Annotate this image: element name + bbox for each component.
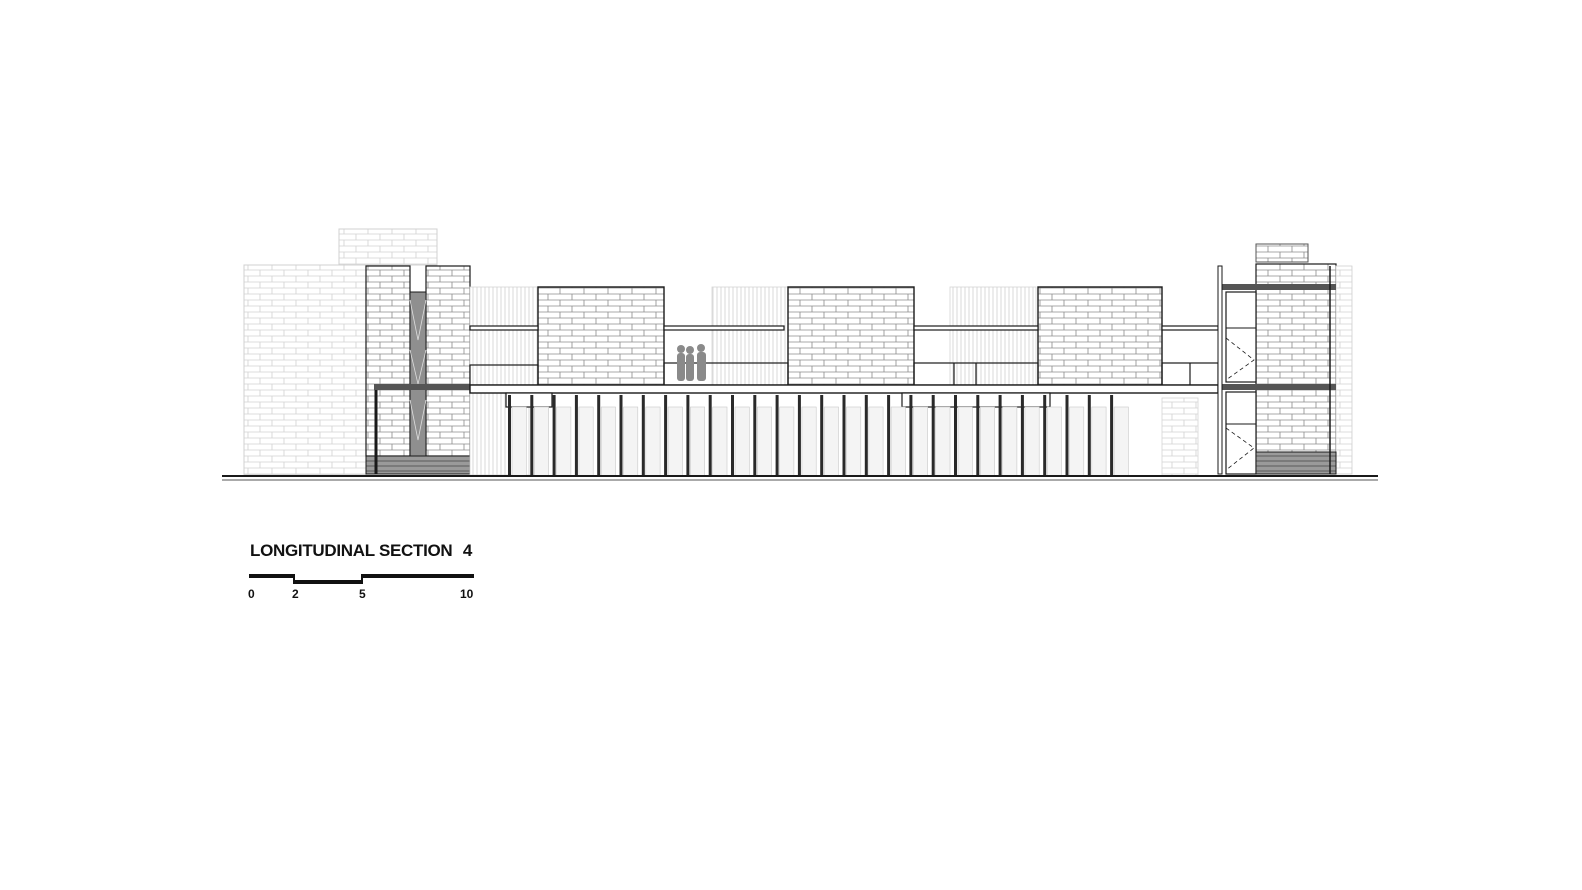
colonnade-column (775, 395, 779, 476)
colonnade-bay (801, 406, 817, 477)
colonnade-column (1020, 395, 1024, 476)
colonnade-bay (890, 406, 906, 477)
colonnade-bay (623, 406, 639, 477)
colonnade-column (1043, 395, 1047, 476)
colonnade-column (619, 395, 623, 476)
title-text: LONGITUDINAL SECTION (250, 541, 453, 560)
scale-bar (249, 574, 474, 584)
colonnade-bay (846, 406, 862, 477)
colonnade-bay (556, 406, 572, 477)
colonnade-bay (979, 406, 995, 477)
colonnade-column (820, 395, 824, 476)
colonnade-column (597, 395, 601, 476)
colonnade-column (909, 395, 913, 476)
colonnade-column (842, 395, 846, 476)
colonnade-bay (533, 406, 549, 477)
colonnade-bay (935, 406, 951, 477)
colonnade-bay (645, 406, 661, 477)
colonnade-column (664, 395, 668, 476)
colonnade-column (530, 395, 534, 476)
colonnade-column (1065, 395, 1069, 476)
scale-label-5: 5 (359, 587, 366, 601)
colonnade-column (931, 395, 935, 476)
colonnade-bay (823, 406, 839, 477)
colonnade-bay (756, 406, 772, 477)
colonnade-column (976, 395, 980, 476)
colonnade-bay (779, 406, 795, 477)
ground-floor-colonnade (508, 395, 1129, 477)
colonnade-column (574, 395, 578, 476)
colonnade-bay (511, 406, 527, 477)
canopies (469, 325, 1219, 331)
right-brick-tower (1217, 243, 1353, 475)
colonnade-bay (734, 406, 750, 477)
left-brick-tower (365, 265, 474, 475)
colonnade-bay (600, 406, 616, 477)
colonnade-bay (1002, 406, 1018, 477)
colonnade-column (998, 395, 1002, 476)
colonnade-bay (1069, 406, 1085, 477)
ground-line (222, 475, 1378, 481)
colonnade-column (753, 395, 757, 476)
colonnade-bay (1091, 406, 1107, 477)
colonnade-column (864, 395, 868, 476)
upper-brick-volumes (537, 286, 1163, 386)
colonnade-bay (868, 406, 884, 477)
people-figures-icon (677, 344, 706, 381)
faint-left-block (243, 228, 438, 476)
section-title: LONGITUDINAL SECTION 4 (250, 541, 472, 561)
colonnade-column (552, 395, 556, 476)
colonnade-column (954, 395, 957, 476)
colonnade-column (508, 395, 511, 476)
colonnade-column (1087, 395, 1091, 476)
colonnade-bay (1046, 406, 1062, 477)
colonnade-bay (712, 406, 728, 477)
colonnade-column (708, 395, 712, 476)
scale-label-0: 0 (248, 587, 255, 601)
colonnade-bay (1024, 406, 1040, 477)
colonnade-bay (957, 406, 973, 477)
scale-label-2: 2 (292, 587, 299, 601)
colonnade-column (887, 395, 891, 476)
colonnade-column (641, 395, 645, 476)
colonnade-bay (667, 406, 683, 477)
colonnade-column (731, 395, 734, 476)
colonnade-column (1110, 395, 1114, 476)
section-number: 4 (462, 541, 473, 560)
colonnade-column (686, 395, 690, 476)
background-screens (469, 286, 1199, 477)
colonnade-bay (1113, 406, 1129, 477)
colonnade-bay (690, 406, 706, 477)
colonnade-bay (913, 406, 929, 477)
colonnade-bay (578, 406, 594, 477)
colonnade-column (797, 395, 801, 476)
scale-label-10: 10 (460, 587, 474, 601)
